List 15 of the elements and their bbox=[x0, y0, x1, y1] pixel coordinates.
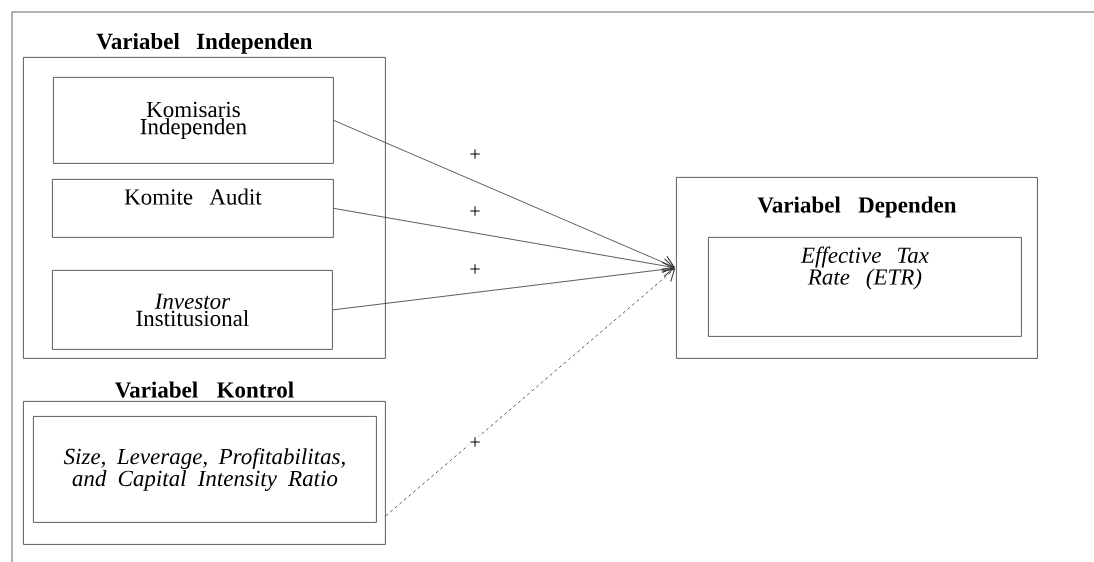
variable-box: Size, Leverage, Profitabilitas, and Capital Intensity Ratio bbox=[33, 416, 377, 523]
arrow bbox=[333, 120, 675, 270]
edge-label: + bbox=[468, 263, 482, 277]
variable-box: Komite Audit bbox=[52, 179, 334, 238]
edge-label: + bbox=[468, 205, 482, 219]
arrow bbox=[333, 208, 675, 274]
variable-box: Komisaris Independen bbox=[53, 77, 334, 164]
arrow bbox=[332, 262, 675, 311]
variable-box: Investor Institusional bbox=[52, 270, 333, 350]
variable-box: Effective Tax Rate (ETR) bbox=[708, 237, 1022, 337]
node-label: Variabel Kontrol bbox=[114, 381, 294, 398]
node-label: Variabel Independen bbox=[96, 32, 313, 54]
arrow bbox=[385, 268, 676, 517]
edge-label: + bbox=[468, 436, 482, 450]
edge-label: + bbox=[468, 148, 482, 162]
